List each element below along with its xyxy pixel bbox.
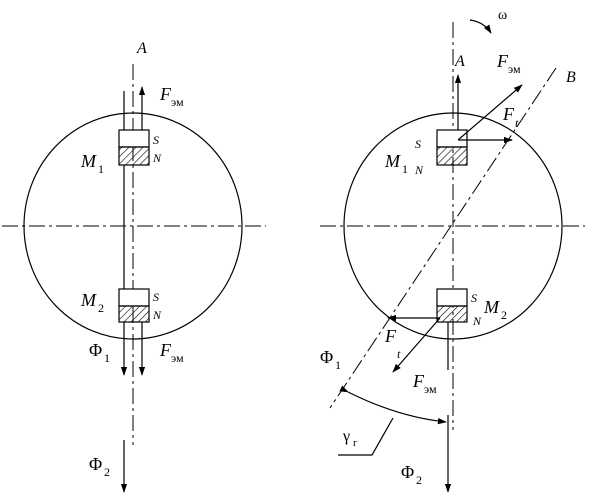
- left-force-bottom-label: F: [159, 340, 172, 360]
- left-magnet-2-index: 2: [98, 301, 104, 315]
- rotation-arrow: [469, 19, 492, 34]
- right-force-em-top-arrow: [457, 84, 523, 141]
- right-force-em-top-sub: эм: [508, 62, 521, 76]
- right-magnet-1-s: [436, 129, 468, 148]
- left-magnet-1-index: 1: [98, 162, 104, 176]
- right-figure: [320, 19, 585, 493]
- right-magnet-1-index: 1: [402, 162, 408, 176]
- right-flux-1-sub: 1: [335, 358, 341, 372]
- left-labels: A F эм M 1 S N M 2 S N Φ 1 F эм Φ 2: [80, 40, 184, 479]
- right-magnet-1-label: M: [384, 151, 401, 171]
- left-flux-2-sub: 2: [104, 465, 110, 479]
- right-magnet-2-pole-s: S: [471, 291, 477, 305]
- angle-label: γ: [342, 428, 350, 445]
- right-force-t-top-sub: t: [515, 116, 519, 130]
- left-flux-2-label: Φ: [89, 454, 102, 474]
- left-magnet-1-pole-n: N: [152, 151, 162, 165]
- left-magnet-2-pole-s: S: [153, 290, 159, 304]
- right-rotated-axis: [329, 67, 557, 409]
- left-magnet-1-label: M: [80, 151, 97, 171]
- angle-sub: г: [353, 437, 358, 449]
- right-force-em-top-label: F: [496, 51, 509, 71]
- left-magnet-2-label: M: [80, 290, 97, 310]
- right-force-em-bottom-arrow: [392, 317, 441, 373]
- right-magnet-2-pole-n: N: [472, 314, 482, 328]
- rotation-label: ω: [498, 8, 507, 23]
- right-magnet-2-label: M: [483, 297, 500, 317]
- angle-arc: [339, 385, 447, 425]
- left-force-bottom-sub: эм: [171, 351, 184, 365]
- left-force-top-label: F: [159, 84, 172, 104]
- right-magnet-1-pole-n: N: [414, 163, 424, 177]
- left-magnet-1-n: [118, 146, 150, 166]
- left-force-top-sub: эм: [171, 95, 184, 109]
- left-magnet-2-n: [118, 305, 150, 323]
- right-force-t-bottom-sub: t: [397, 347, 401, 361]
- right-flux-2-sub: 2: [416, 473, 422, 487]
- left-magnet-1-s: [118, 129, 150, 148]
- right-axis-label-b: B: [566, 69, 576, 86]
- left-flux-1-label: Φ: [89, 340, 102, 360]
- right-force-t-bottom-label: F: [384, 326, 397, 346]
- right-force-em-bottom-sub: эм: [424, 382, 437, 396]
- right-force-em-bottom-label: F: [412, 371, 425, 391]
- right-flux-2-label: Φ: [401, 462, 414, 482]
- right-magnet-2-s: [436, 288, 468, 307]
- right-magnet-2-n: [436, 305, 468, 323]
- angle-leader: [338, 417, 394, 456]
- left-flux-1-sub: 1: [104, 351, 110, 365]
- right-axis-label-a: A: [454, 53, 465, 70]
- right-force-t-top-label: F: [502, 104, 515, 124]
- right-magnet-1-pole-s: S: [415, 137, 421, 151]
- left-magnet-2-s: [118, 288, 150, 307]
- left-magnet-2-pole-n: N: [152, 308, 162, 322]
- right-labels: ω A B F эм F t M 1 S N S N M 2 F t F эм …: [320, 8, 576, 487]
- right-flux-1-label: Φ: [320, 347, 333, 367]
- right-magnet-1-n: [436, 146, 468, 166]
- left-magnet-1-pole-s: S: [153, 133, 159, 147]
- left-axis-label: A: [136, 40, 147, 57]
- right-magnet-2-index: 2: [501, 308, 507, 322]
- left-figure: [2, 64, 266, 493]
